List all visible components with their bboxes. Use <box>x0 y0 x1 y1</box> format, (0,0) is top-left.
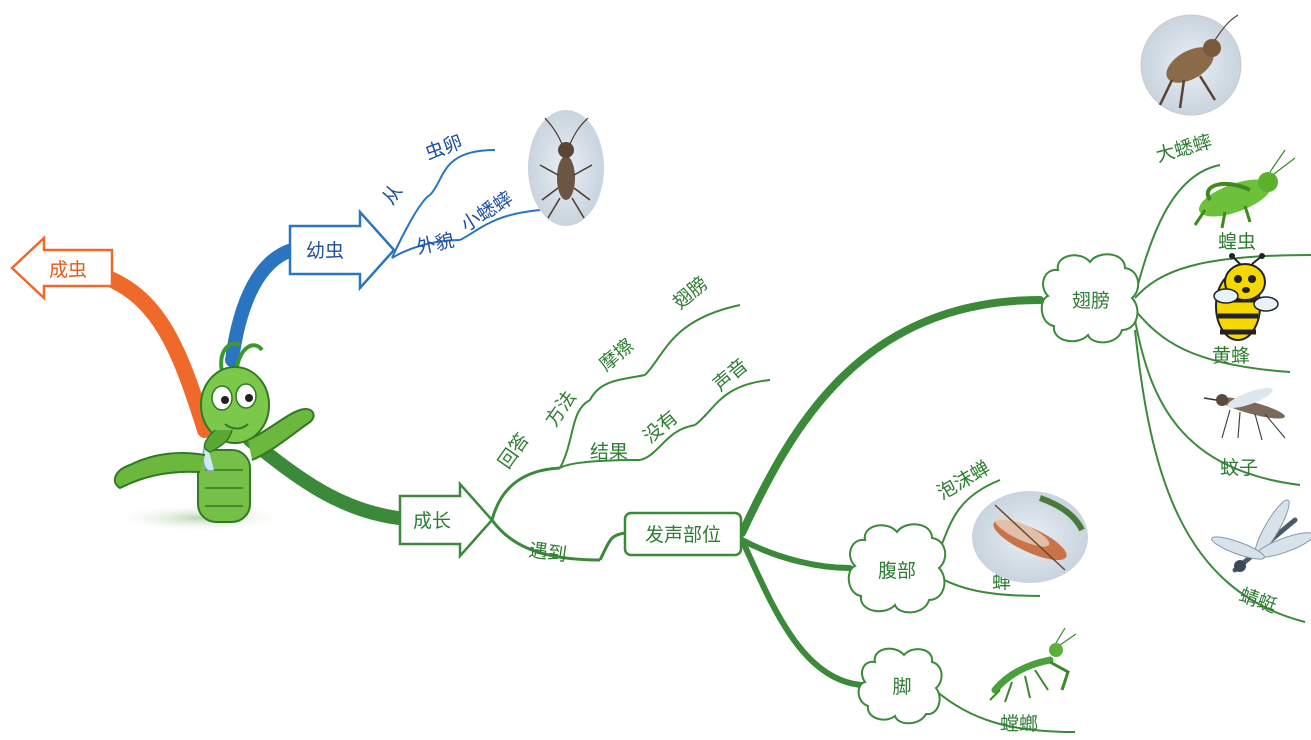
wasp-icon <box>1213 253 1279 341</box>
wing-insect-label-1: 蝗虫 <box>1218 231 1256 253</box>
node-sound-part: 发声部位 <box>623 511 743 557</box>
node-larva: 幼虫 <box>288 208 396 292</box>
larva-small-cricket-label: 小蟋蟀 <box>457 187 517 236</box>
branches <box>100 149 1311 733</box>
node-larva-label: 幼虫 <box>306 240 344 262</box>
larva-appearance-label: 外貌 <box>414 229 456 258</box>
node-adult: 成虫 <box>10 235 114 301</box>
spittlebug-icon <box>972 491 1088 583</box>
node-growth-label: 成长 <box>413 510 451 532</box>
larva-from-label: 从 <box>378 181 407 209</box>
node-wings-label: 翅膀 <box>1072 290 1110 312</box>
node-abdomen-label: 腹部 <box>878 560 916 582</box>
growth-sound-label: 声音 <box>709 355 752 396</box>
node-sound-part-label: 发声部位 <box>645 524 721 546</box>
node-legs-label: 脚 <box>892 676 911 698</box>
mosquito-icon <box>1203 388 1286 441</box>
node-growth: 成长 <box>398 480 494 560</box>
growth-encounter-label: 遇到 <box>527 539 568 566</box>
growth-none-label: 没有 <box>639 407 682 448</box>
growth-result-label: 结果 <box>590 441 628 463</box>
dragonfly-icon <box>1211 499 1311 573</box>
wing-insect-label-3: 蚊子 <box>1220 457 1258 479</box>
wing-insect-label-2: 黄蜂 <box>1212 345 1250 367</box>
node-abdomen: 腹部 <box>847 523 947 614</box>
small-cricket-icon <box>528 110 604 226</box>
node-wings: 翅膀 <box>1040 253 1140 344</box>
node-legs: 脚 <box>857 647 943 725</box>
growth-rub-label: 摩擦 <box>595 335 638 376</box>
node-adult-label: 成虫 <box>49 259 87 281</box>
wing-insect-label-0: 大蟋蟀 <box>1154 131 1215 167</box>
big-cricket-icon <box>1140 14 1242 116</box>
cricket-character-icon <box>110 341 315 532</box>
leg-insect-label-0: 螳螂 <box>1000 713 1038 735</box>
mantis-icon <box>989 627 1077 703</box>
growth-wings-label: 翅膀 <box>669 273 712 314</box>
growth-answer-label: 回答 <box>494 429 534 473</box>
grasshopper-icon <box>1193 149 1296 229</box>
larva-egg-label: 虫卵 <box>422 131 465 165</box>
abdomen-insect-label-0: 泡沫蝉 <box>934 457 994 505</box>
wing-insect-label-4: 蜻蜓 <box>1236 584 1279 618</box>
